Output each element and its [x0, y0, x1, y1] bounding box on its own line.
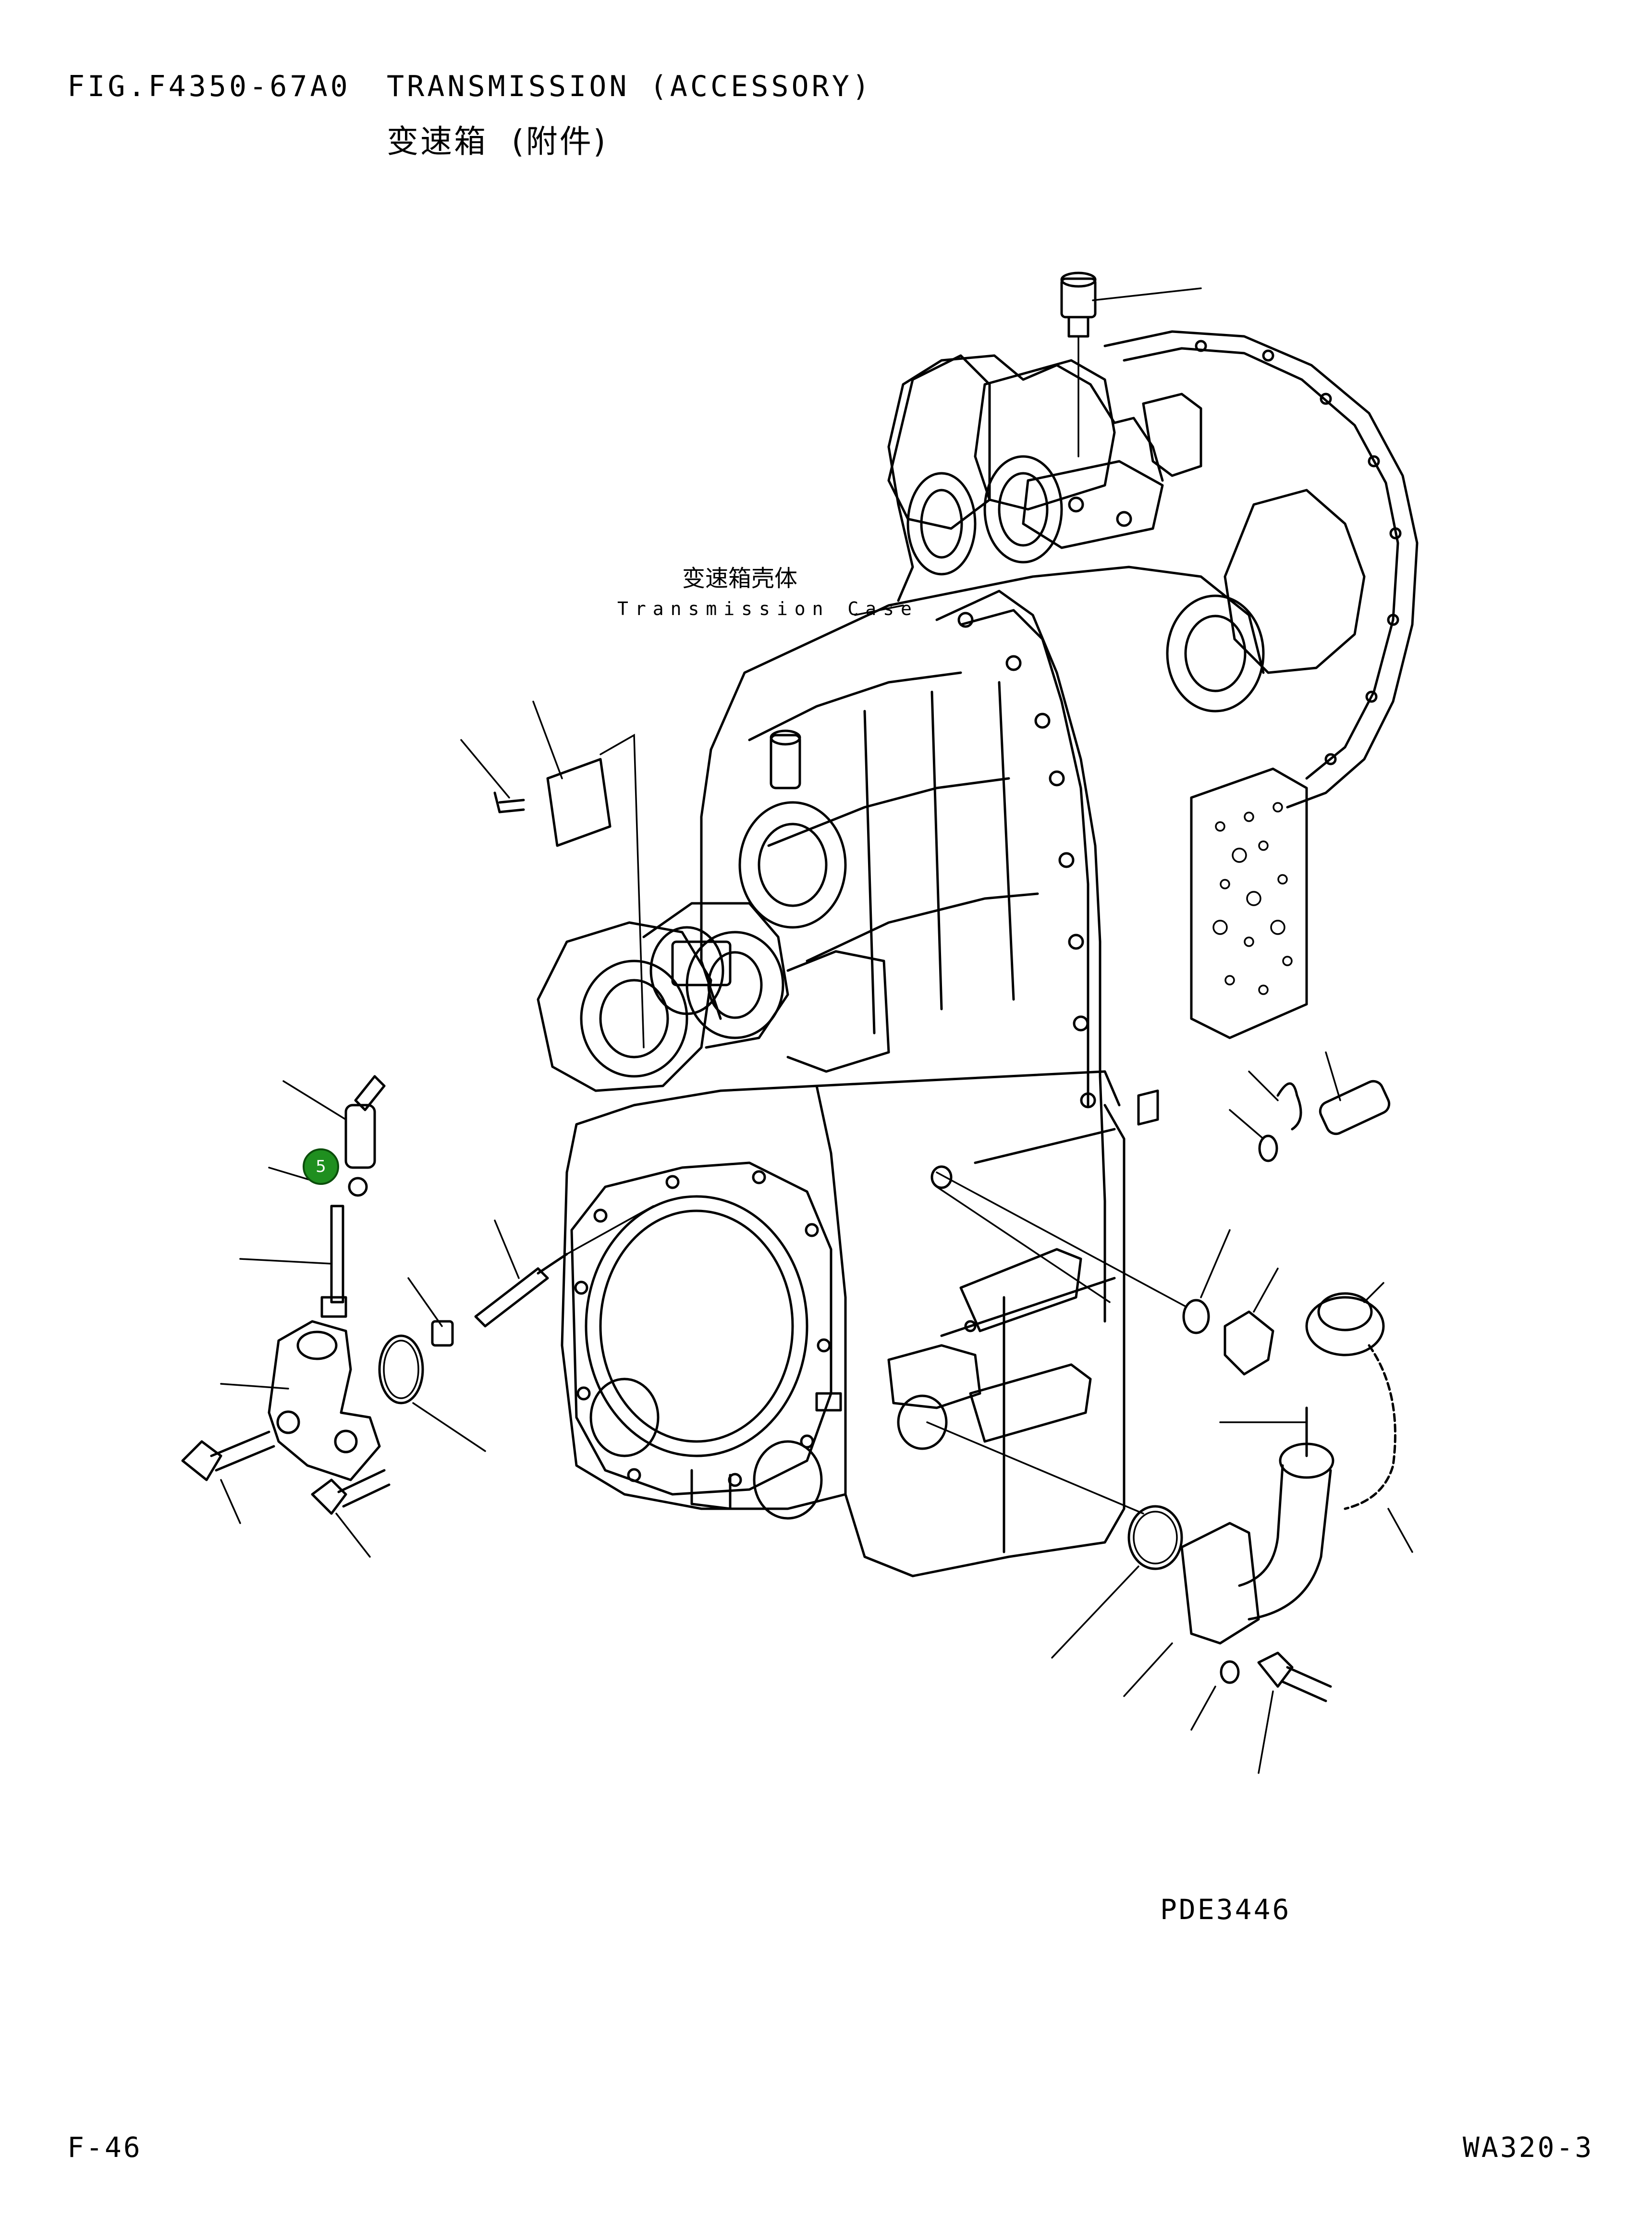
figure-code: FIG.F4350-67A0: [67, 70, 351, 103]
figure-title-chinese: 变速箱 (附件): [387, 123, 608, 160]
drawing-number: PDE3446: [1160, 1893, 1291, 1926]
case-label-chinese: 变速箱壳体: [682, 565, 798, 592]
exploded-parts: [181, 271, 1413, 1774]
transmission-case: [537, 330, 1419, 1577]
page-number: F-46: [67, 2131, 142, 2164]
case-label-english: Transmission Case: [617, 598, 918, 619]
model-number: WA320-3: [1463, 2131, 1594, 2164]
figure-title: TRANSMISSION (ACCESSORY): [387, 70, 872, 103]
part-callout-marker[interactable]: 5: [303, 1148, 339, 1185]
